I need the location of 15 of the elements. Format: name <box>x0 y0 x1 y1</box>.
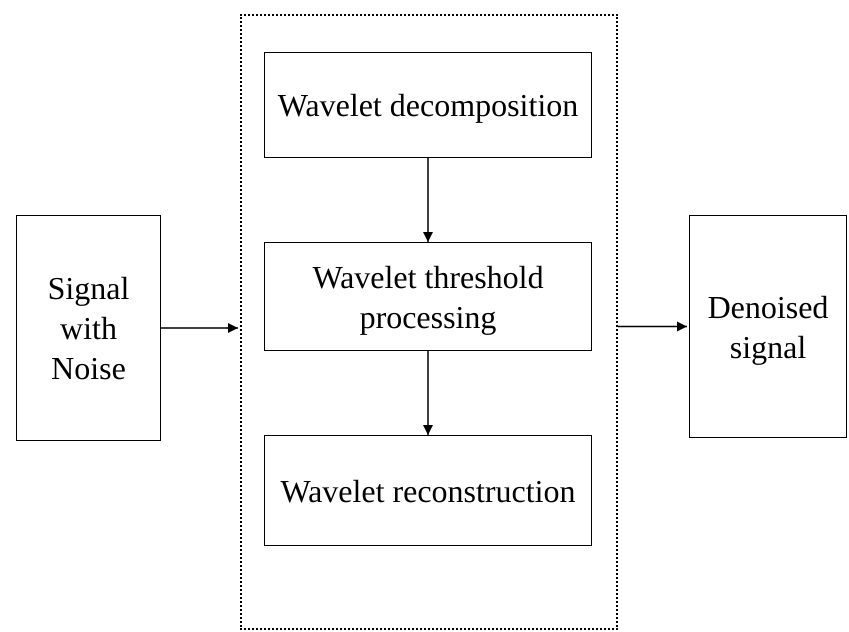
box-label: Wavelet decomposition <box>276 86 580 125</box>
arrow <box>423 351 433 435</box>
box-label: Signal with Noise <box>46 269 130 388</box>
arrow <box>618 322 687 332</box>
arrow <box>161 323 238 333</box>
box-label: Wavelet reconstruction <box>279 472 577 510</box>
process-box <box>264 52 592 158</box>
arrow <box>423 158 433 242</box>
process-box <box>264 242 592 351</box>
process-box <box>264 435 592 546</box>
box-label: Denoised signal <box>706 288 830 366</box>
box-label: Wavelet threshold processing <box>311 258 545 336</box>
process-box <box>16 215 161 441</box>
process-box <box>689 215 847 438</box>
dotted-group-frame <box>240 14 618 630</box>
